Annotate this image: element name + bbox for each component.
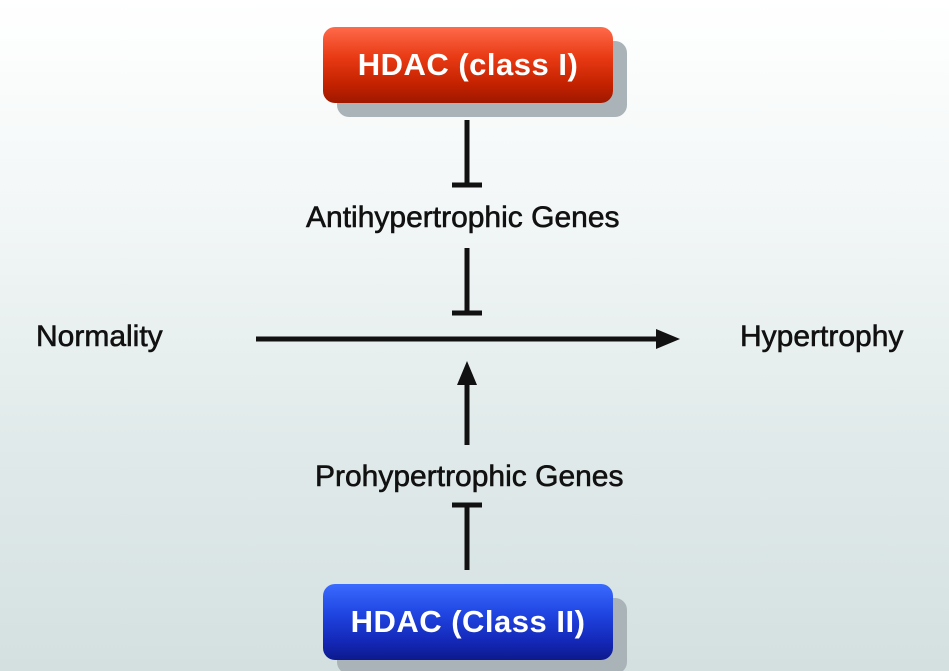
hdac-class-2-box: HDAC (Class II) [323, 584, 613, 660]
inhibition-class2-to-prohypertrophic [452, 502, 482, 570]
inhibition-class1-to-antihypertrophic [452, 120, 482, 188]
inhibition-antihypertrophic-to-transition [452, 248, 482, 316]
hdac-class-1-box: HDAC (class I) [323, 27, 613, 103]
hdac-class-2-label: HDAC (Class II) [350, 604, 586, 639]
prohypertrophic-genes-label: Prohypertrophic Genes [315, 460, 624, 494]
arrow-prohypertrophic-to-transition [457, 361, 477, 445]
antihypertrophic-genes-label: Antihypertrophic Genes [306, 201, 620, 235]
arrow-normality-to-hypertrophy [256, 329, 680, 349]
normality-label: Normality [36, 320, 163, 354]
hypertrophy-label: Hypertrophy [740, 320, 904, 354]
hdac-class-1-label: HDAC (class I) [357, 47, 579, 82]
